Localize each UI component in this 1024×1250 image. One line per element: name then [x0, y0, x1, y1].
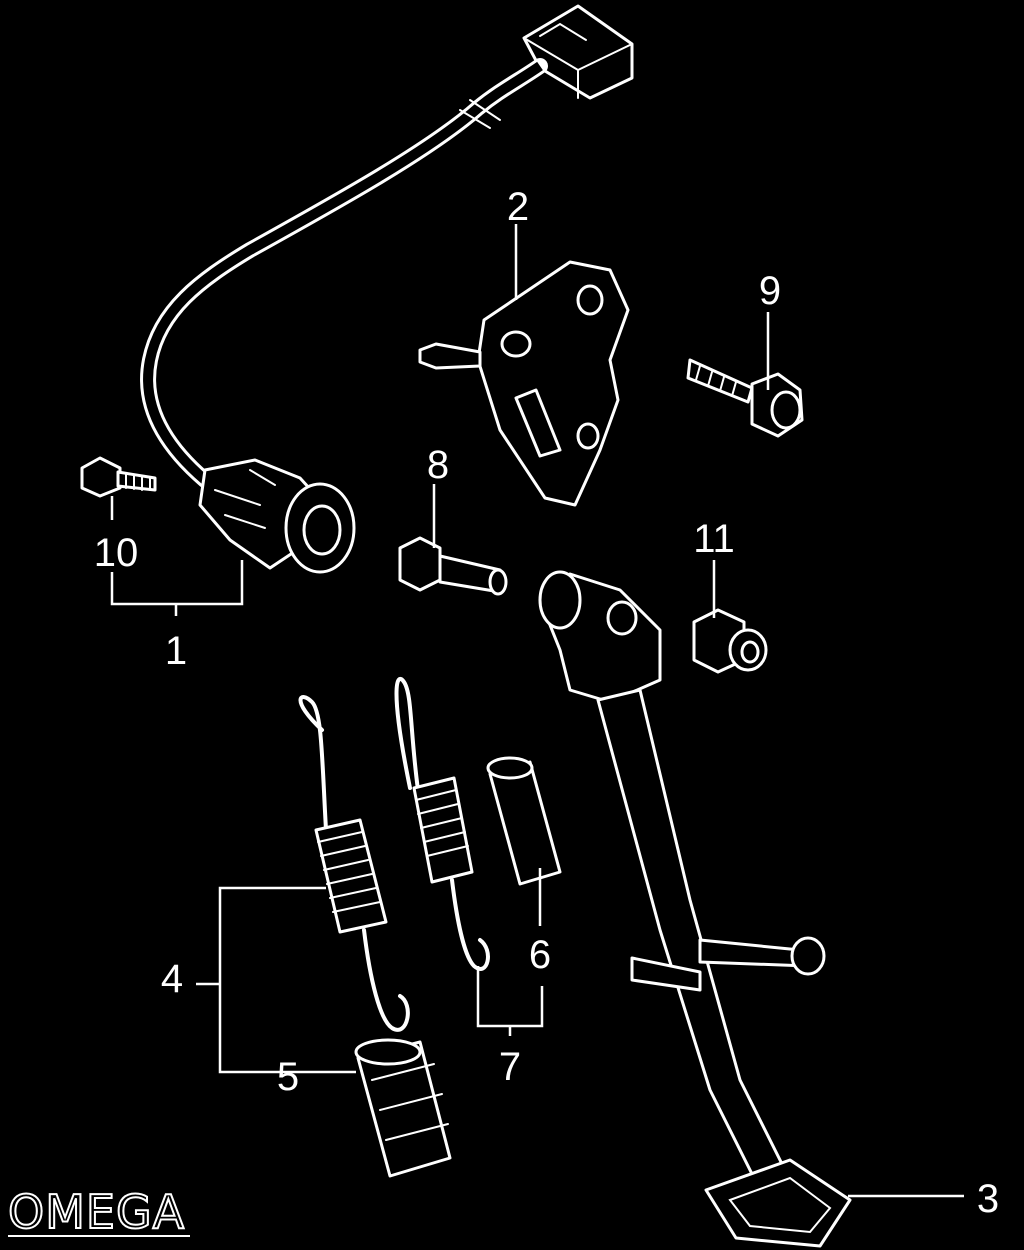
callout-11: 11 — [693, 517, 735, 561]
callout-1: 1 — [165, 629, 187, 673]
callout-10: 10 — [94, 531, 139, 575]
watermark-logo: OMEGA — [8, 1185, 185, 1239]
spring-7 — [394, 676, 490, 971]
callout-3: 3 — [977, 1177, 999, 1221]
bolt-9 — [686, 358, 804, 438]
callout-5: 5 — [277, 1055, 299, 1099]
side-stand-switch — [140, 4, 634, 574]
collar-5 — [354, 1038, 452, 1178]
side-stand — [538, 570, 852, 1248]
leader-lines — [110, 224, 964, 1198]
callouts: 1 2 3 4 5 6 7 8 9 10 11 — [94, 185, 999, 1221]
spring-4 — [298, 695, 410, 1032]
pivot-bolt-8 — [398, 536, 508, 596]
callout-7: 7 — [499, 1045, 521, 1089]
bolt-10 — [80, 456, 157, 498]
callout-6: 6 — [529, 933, 551, 977]
nut-11 — [692, 608, 768, 674]
callout-4: 4 — [161, 957, 183, 1001]
callout-2: 2 — [507, 185, 529, 229]
collar-6 — [486, 756, 562, 886]
bracket-plate — [418, 260, 630, 507]
callout-9: 9 — [759, 269, 781, 313]
callout-8: 8 — [427, 443, 449, 487]
